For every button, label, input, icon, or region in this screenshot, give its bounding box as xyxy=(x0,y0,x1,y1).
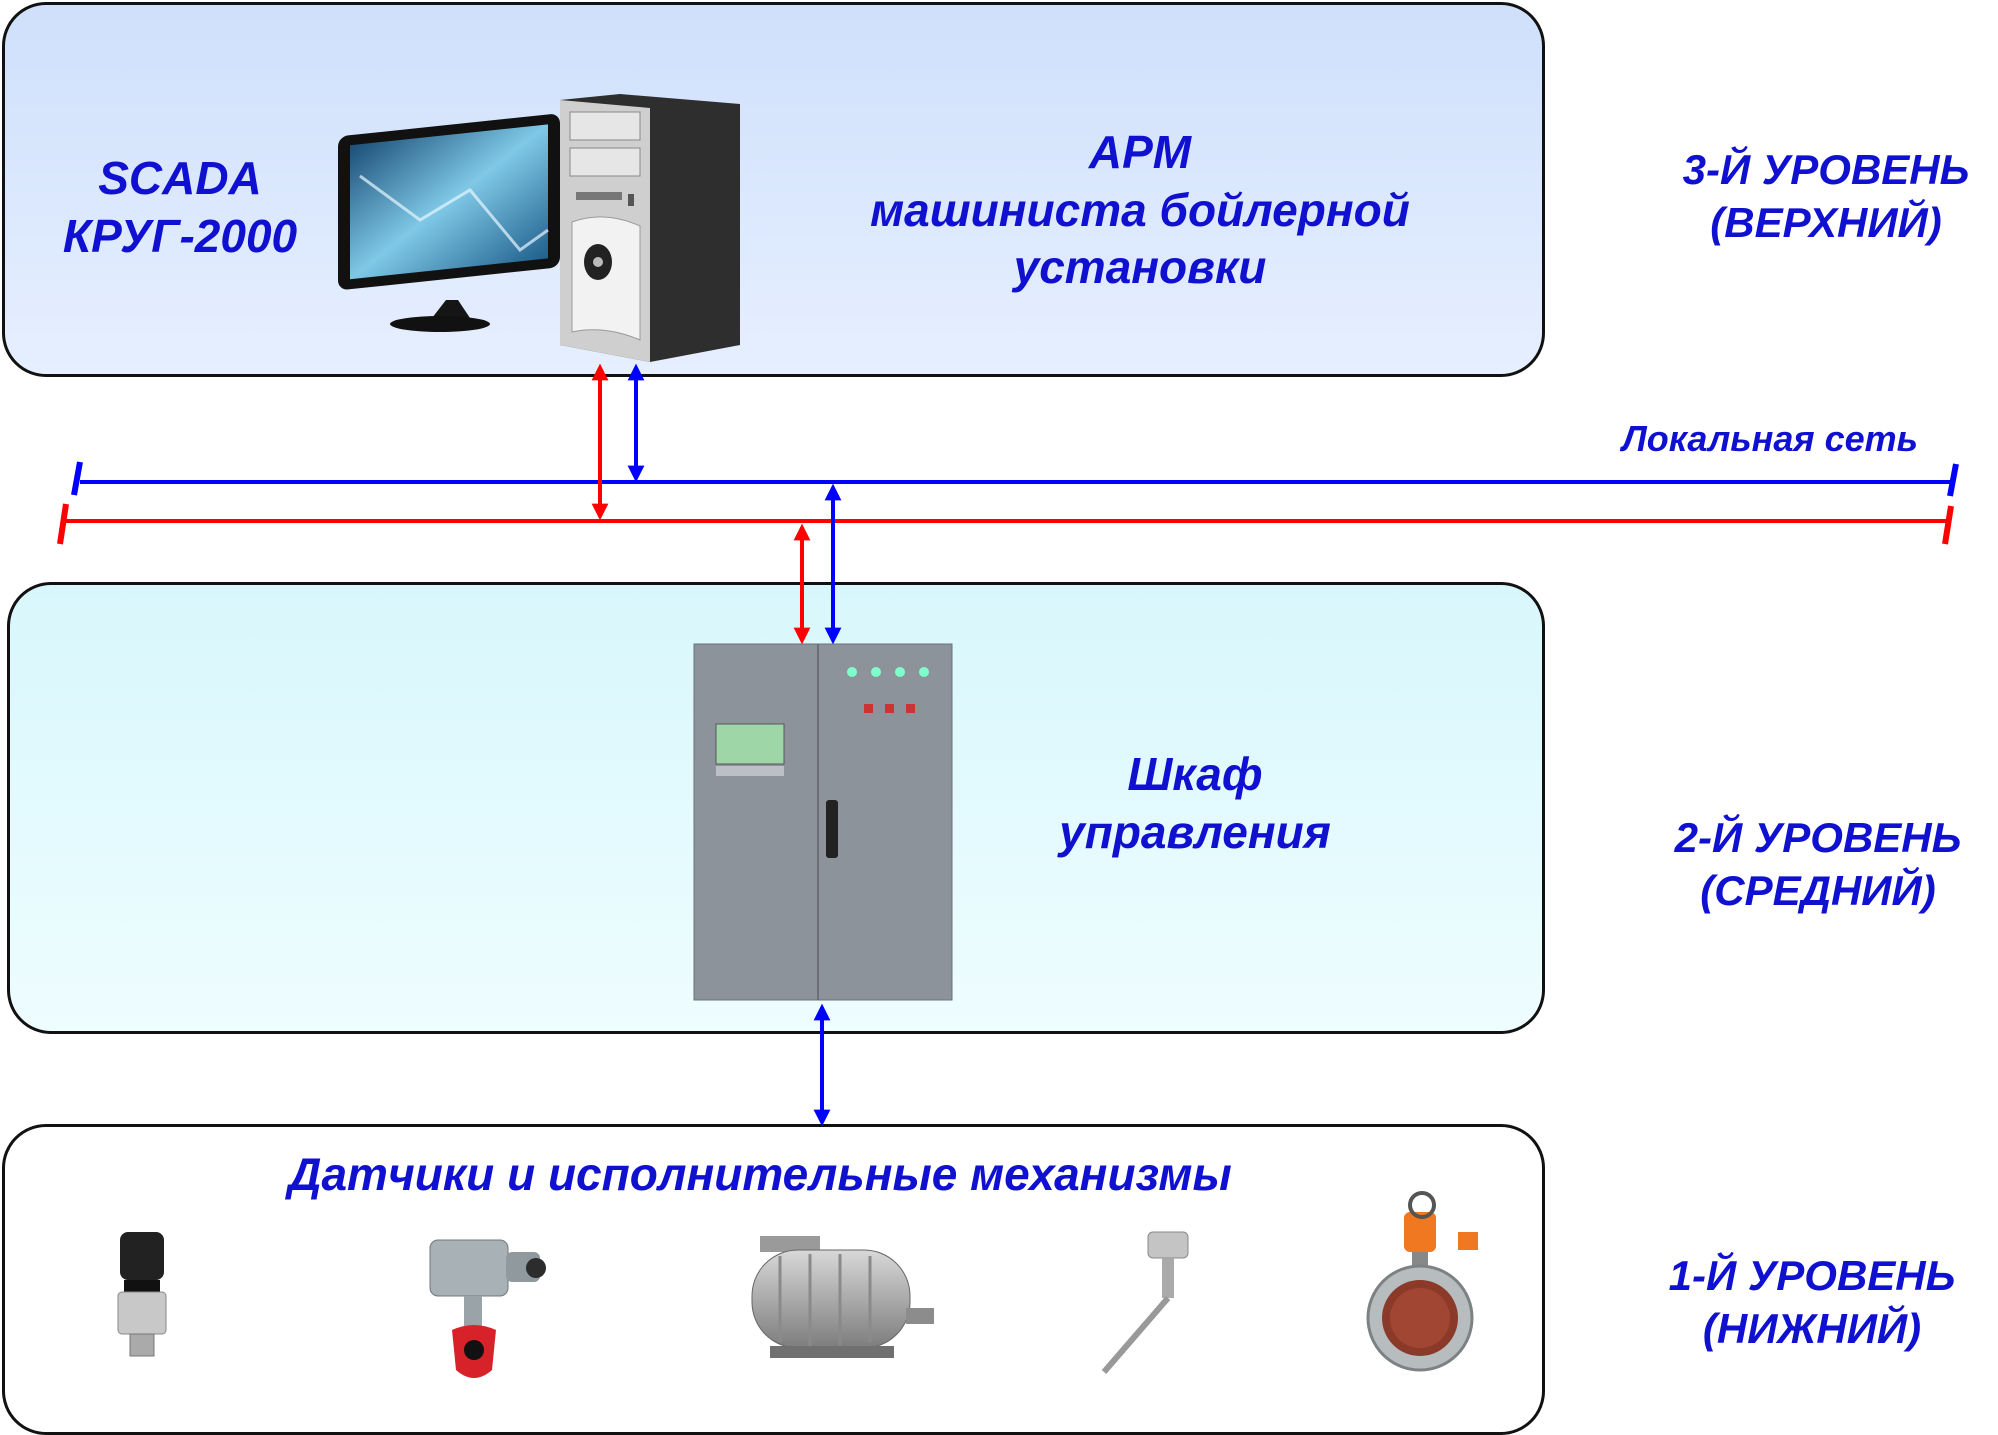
network-bus-blue xyxy=(71,461,1959,497)
monitor-icon xyxy=(338,114,560,332)
level3-line1: 3-Й УРОВЕНЬ xyxy=(1682,146,1970,193)
arm-line2: машиниста бойлерной xyxy=(870,183,1410,236)
pc-tower-icon xyxy=(560,94,740,362)
field-devices-title: Датчики и исполнительные механизмы xyxy=(288,1148,1232,1200)
butterfly-valve-icon xyxy=(1366,1191,1478,1372)
level1-label: 1-Й УРОВЕНЬ (НИЖНИЙ) xyxy=(1602,1250,1998,1355)
level3-label: 3-Й УРОВЕНЬ (ВЕРХНИЙ) xyxy=(1616,144,1998,249)
level3-line2: (ВЕРХНИЙ) xyxy=(1710,198,1942,246)
valve-actuator-icon xyxy=(429,1239,546,1378)
level3-panel xyxy=(2,2,1545,377)
arm-line3: установки xyxy=(1013,241,1267,293)
pressure-sensor-icon xyxy=(117,1232,167,1357)
cabinet-label: Шкаф управления xyxy=(1000,746,1390,861)
arm-line1: АРМ xyxy=(1088,126,1192,178)
level1-line2: (НИЖНИЙ) xyxy=(1702,1304,1922,1352)
level2-label: 2-Й УРОВЕНЬ (СРЕДНИЙ) xyxy=(1608,812,1998,917)
cabinet-line1: Шкаф xyxy=(1127,748,1263,800)
scada-label: SCADA КРУГ-2000 xyxy=(40,150,320,265)
level2-line1: 2-Й УРОВЕНЬ xyxy=(1674,814,1962,861)
control-cabinet-icon xyxy=(693,643,953,1001)
electric-motor-icon xyxy=(751,1236,934,1358)
network-bus-red xyxy=(57,503,1954,545)
temperature-sensor-icon xyxy=(1101,1231,1189,1374)
arm-label: АРМ машиниста бойлерной установки xyxy=(820,124,1460,297)
level1-line1: 1-Й УРОВЕНЬ xyxy=(1668,1252,1956,1299)
scada-line1: SCADA xyxy=(98,152,262,204)
network-label: Локальная сеть xyxy=(1621,418,1919,459)
scada-line2: КРУГ-2000 xyxy=(62,209,298,262)
cabinet-line2: управления xyxy=(1059,805,1331,858)
level2-line2: (СРЕДНИЙ) xyxy=(1700,866,1936,914)
